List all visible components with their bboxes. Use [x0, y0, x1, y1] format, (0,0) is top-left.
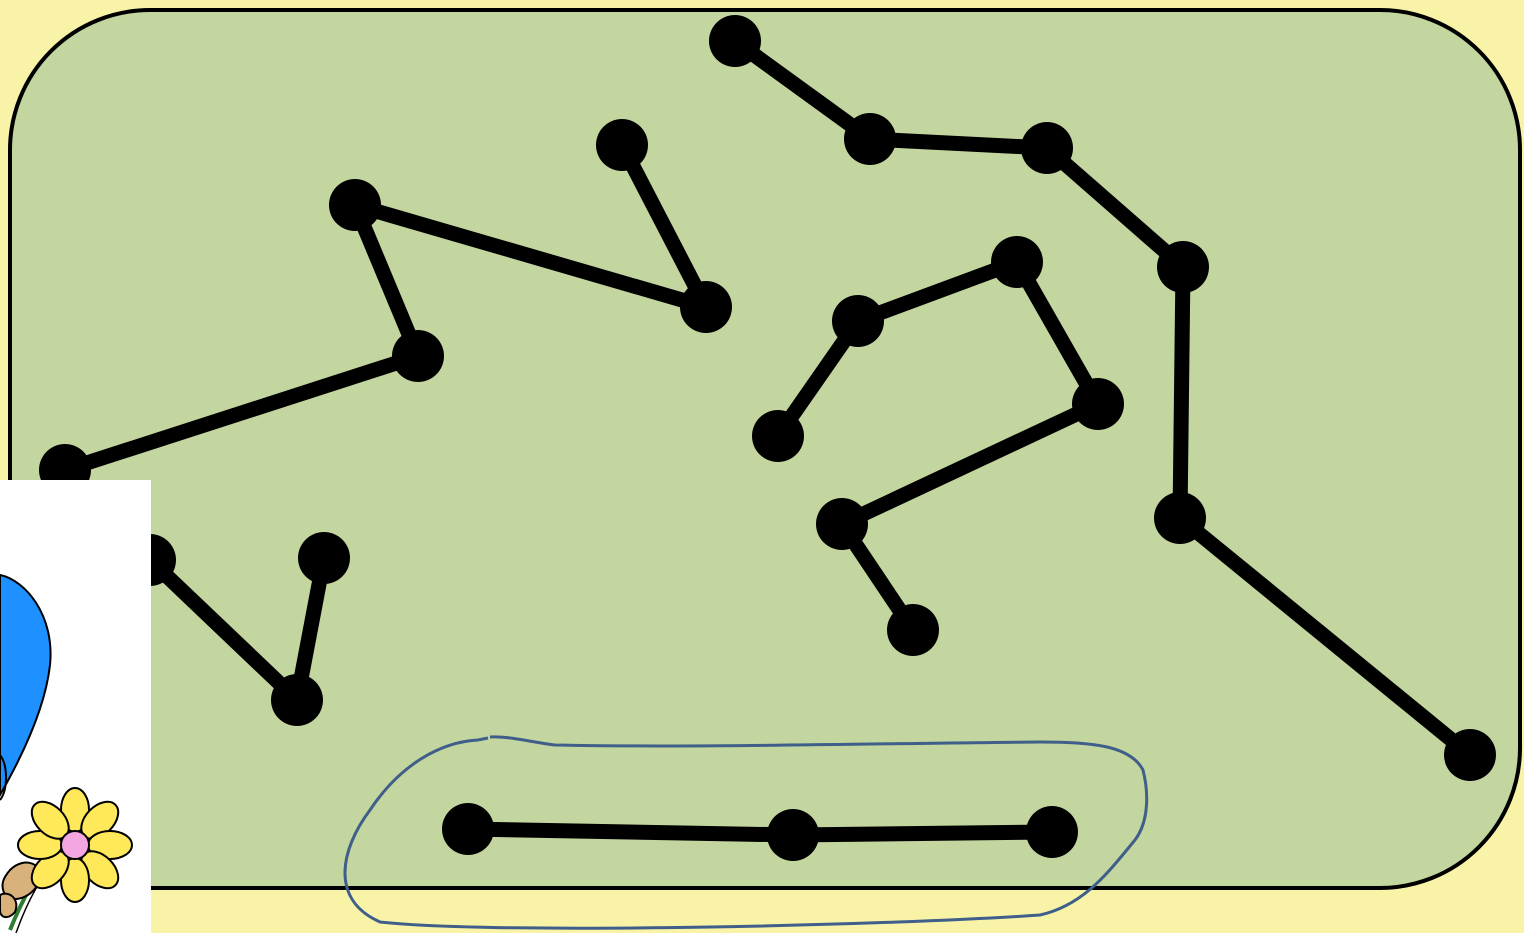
path-dot [709, 15, 761, 67]
dot-path-2 [709, 15, 1496, 781]
path-dot [298, 532, 350, 584]
sticker [0, 480, 151, 933]
path-dot [816, 498, 868, 550]
path-dot [887, 604, 939, 656]
path-dot [271, 674, 323, 726]
highlight-loop-gap-start [477, 736, 489, 742]
dot-path-4 [442, 803, 1078, 861]
path-dot [991, 236, 1043, 288]
flower-icon [17, 787, 133, 903]
path-line [730, 34, 1475, 761]
path-dot [1154, 492, 1206, 544]
path-dot [1021, 122, 1073, 174]
path-dot [844, 113, 896, 165]
path-dot [832, 295, 884, 347]
paths-layer [39, 15, 1496, 861]
flower-center-icon [60, 830, 90, 860]
heart-icon [0, 573, 52, 798]
highlight-loop [343, 735, 1149, 930]
path-dot [596, 119, 648, 171]
leaf-small-icon [0, 892, 18, 918]
path-dot [767, 809, 819, 861]
path-dot [1072, 378, 1124, 430]
dot-path-3 [752, 236, 1124, 656]
path-dot [680, 281, 732, 333]
heart-detail-icon [0, 754, 7, 801]
dot-path-1 [39, 119, 732, 726]
path-dot [442, 803, 494, 855]
path-dot [392, 330, 444, 382]
path-line [467, 821, 1053, 843]
path-dot [1444, 729, 1496, 781]
leaf-icon [1, 861, 42, 900]
path-dot [329, 179, 381, 231]
path-dot [752, 410, 804, 462]
path-line [57, 141, 714, 708]
path-dot [1026, 806, 1078, 858]
path-dot [1157, 241, 1209, 293]
